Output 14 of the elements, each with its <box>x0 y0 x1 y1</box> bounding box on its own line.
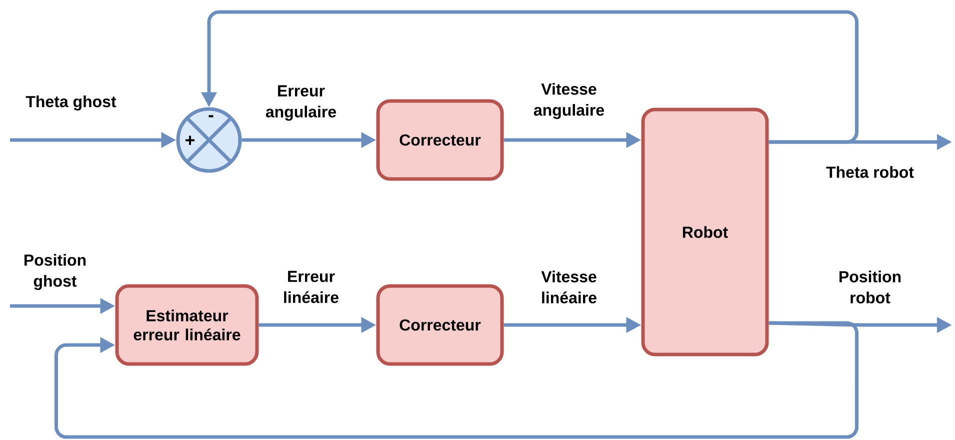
block-box: Correcteur <box>376 284 504 366</box>
signal-label: Vitesse angulaire <box>534 83 604 119</box>
summing-junction: + - <box>176 107 242 173</box>
signal-label: Position robot <box>840 270 901 304</box>
signal-label: Theta ghost <box>26 96 116 110</box>
signal-label: Vitesse linéaire <box>541 270 596 304</box>
block-box: Estimateur erreur linéaire <box>115 284 259 366</box>
signal-label: Erreur linéaire <box>284 270 338 304</box>
signal-label: Erreur angulaire <box>266 85 336 121</box>
signal-label: Position ghost <box>24 254 86 290</box>
block-box: Correcteur <box>376 99 504 181</box>
arrow <box>54 321 858 439</box>
block-box: Robot <box>641 108 769 356</box>
signal-label: Theta robot <box>826 166 914 178</box>
